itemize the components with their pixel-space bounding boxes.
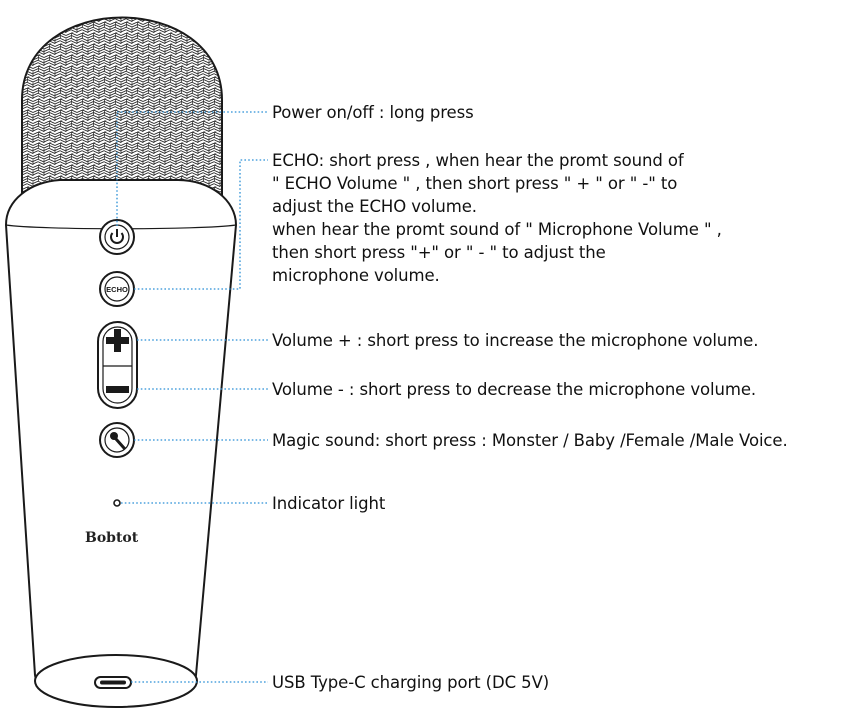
- microphone-icon: [110, 432, 126, 450]
- power-button[interactable]: [99, 219, 135, 255]
- plus-icon: [106, 329, 129, 352]
- usb-c-port: [94, 676, 132, 689]
- magic-sound-label: Magic sound: short press : Monster / Bab…: [272, 431, 788, 450]
- power-icon: [110, 229, 124, 244]
- echo-label-line-3: adjust the ECHO volume.: [272, 197, 477, 216]
- echo-label-line-1: ECHO: short press , when hear the promt …: [272, 151, 684, 170]
- volume-rocker: [97, 321, 138, 409]
- magic-sound-button[interactable]: [99, 422, 135, 458]
- leader-lines: [116, 111, 268, 683]
- leader-power: [116, 111, 268, 226]
- indicator-light: [113, 499, 121, 507]
- echo-label-line-4: when hear the promt sound of " Microphon…: [272, 220, 722, 239]
- usb-label: USB Type-C charging port (DC 5V): [272, 673, 550, 692]
- echo-label-line-5: then short press "+" or " - " to adjust …: [272, 243, 606, 262]
- echo-label-line-2: " ECHO Volume " , then short press " + "…: [272, 174, 678, 193]
- echo-label-line-6: microphone volume.: [272, 266, 440, 285]
- volume-up-label: Volume + : short press to increase the m…: [272, 331, 759, 350]
- echo-button-text: ECHO: [106, 285, 128, 294]
- minus-icon: [106, 386, 129, 393]
- brand-logo-text: Bobtot: [85, 530, 139, 546]
- volume-up-button[interactable]: [106, 329, 129, 352]
- volume-down-button[interactable]: [106, 386, 129, 393]
- volume-down-label: Volume - : short press to decrease the m…: [272, 380, 757, 399]
- indicator-label: Indicator light: [272, 494, 386, 513]
- power-label: Power on/off : long press: [272, 103, 474, 122]
- echo-button[interactable]: ECHO: [99, 271, 135, 307]
